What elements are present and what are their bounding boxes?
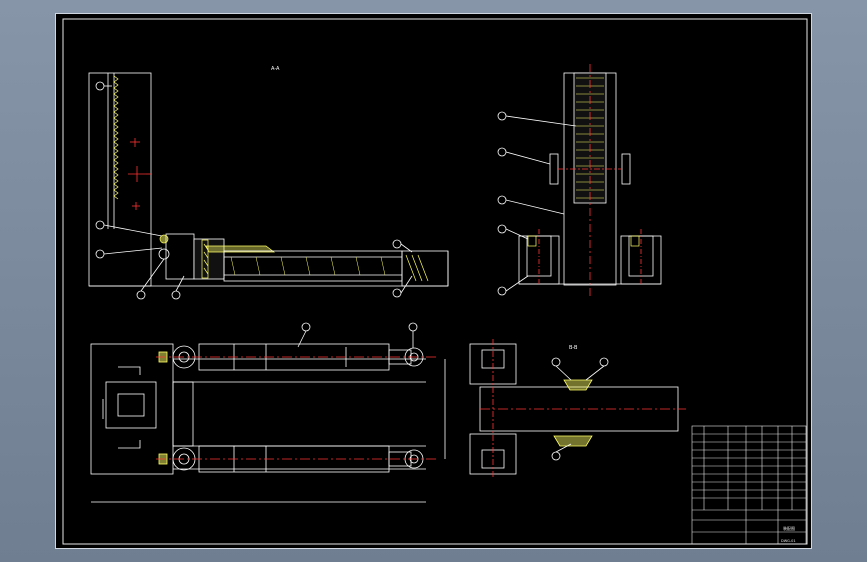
balloons-end-view [497,111,577,296]
side-elevation-view: A-A [88,66,449,300]
drawing-sheet: A-A [62,18,808,545]
view-label-top: A-A [271,66,280,72]
end-view [497,64,662,296]
view-label-section: B-B [569,345,578,351]
title-block-title: 装配图 [783,525,795,531]
plan-view [90,322,446,503]
section-view: B-B [469,339,686,479]
title-block: 装配图 DWG-01 [691,425,807,545]
balloons-side-view [95,81,413,300]
cad-drawing-canvas[interactable]: A-A [55,13,812,549]
drawing-border [62,18,808,545]
title-block-drawing-number: DWG-01 [781,539,796,543]
